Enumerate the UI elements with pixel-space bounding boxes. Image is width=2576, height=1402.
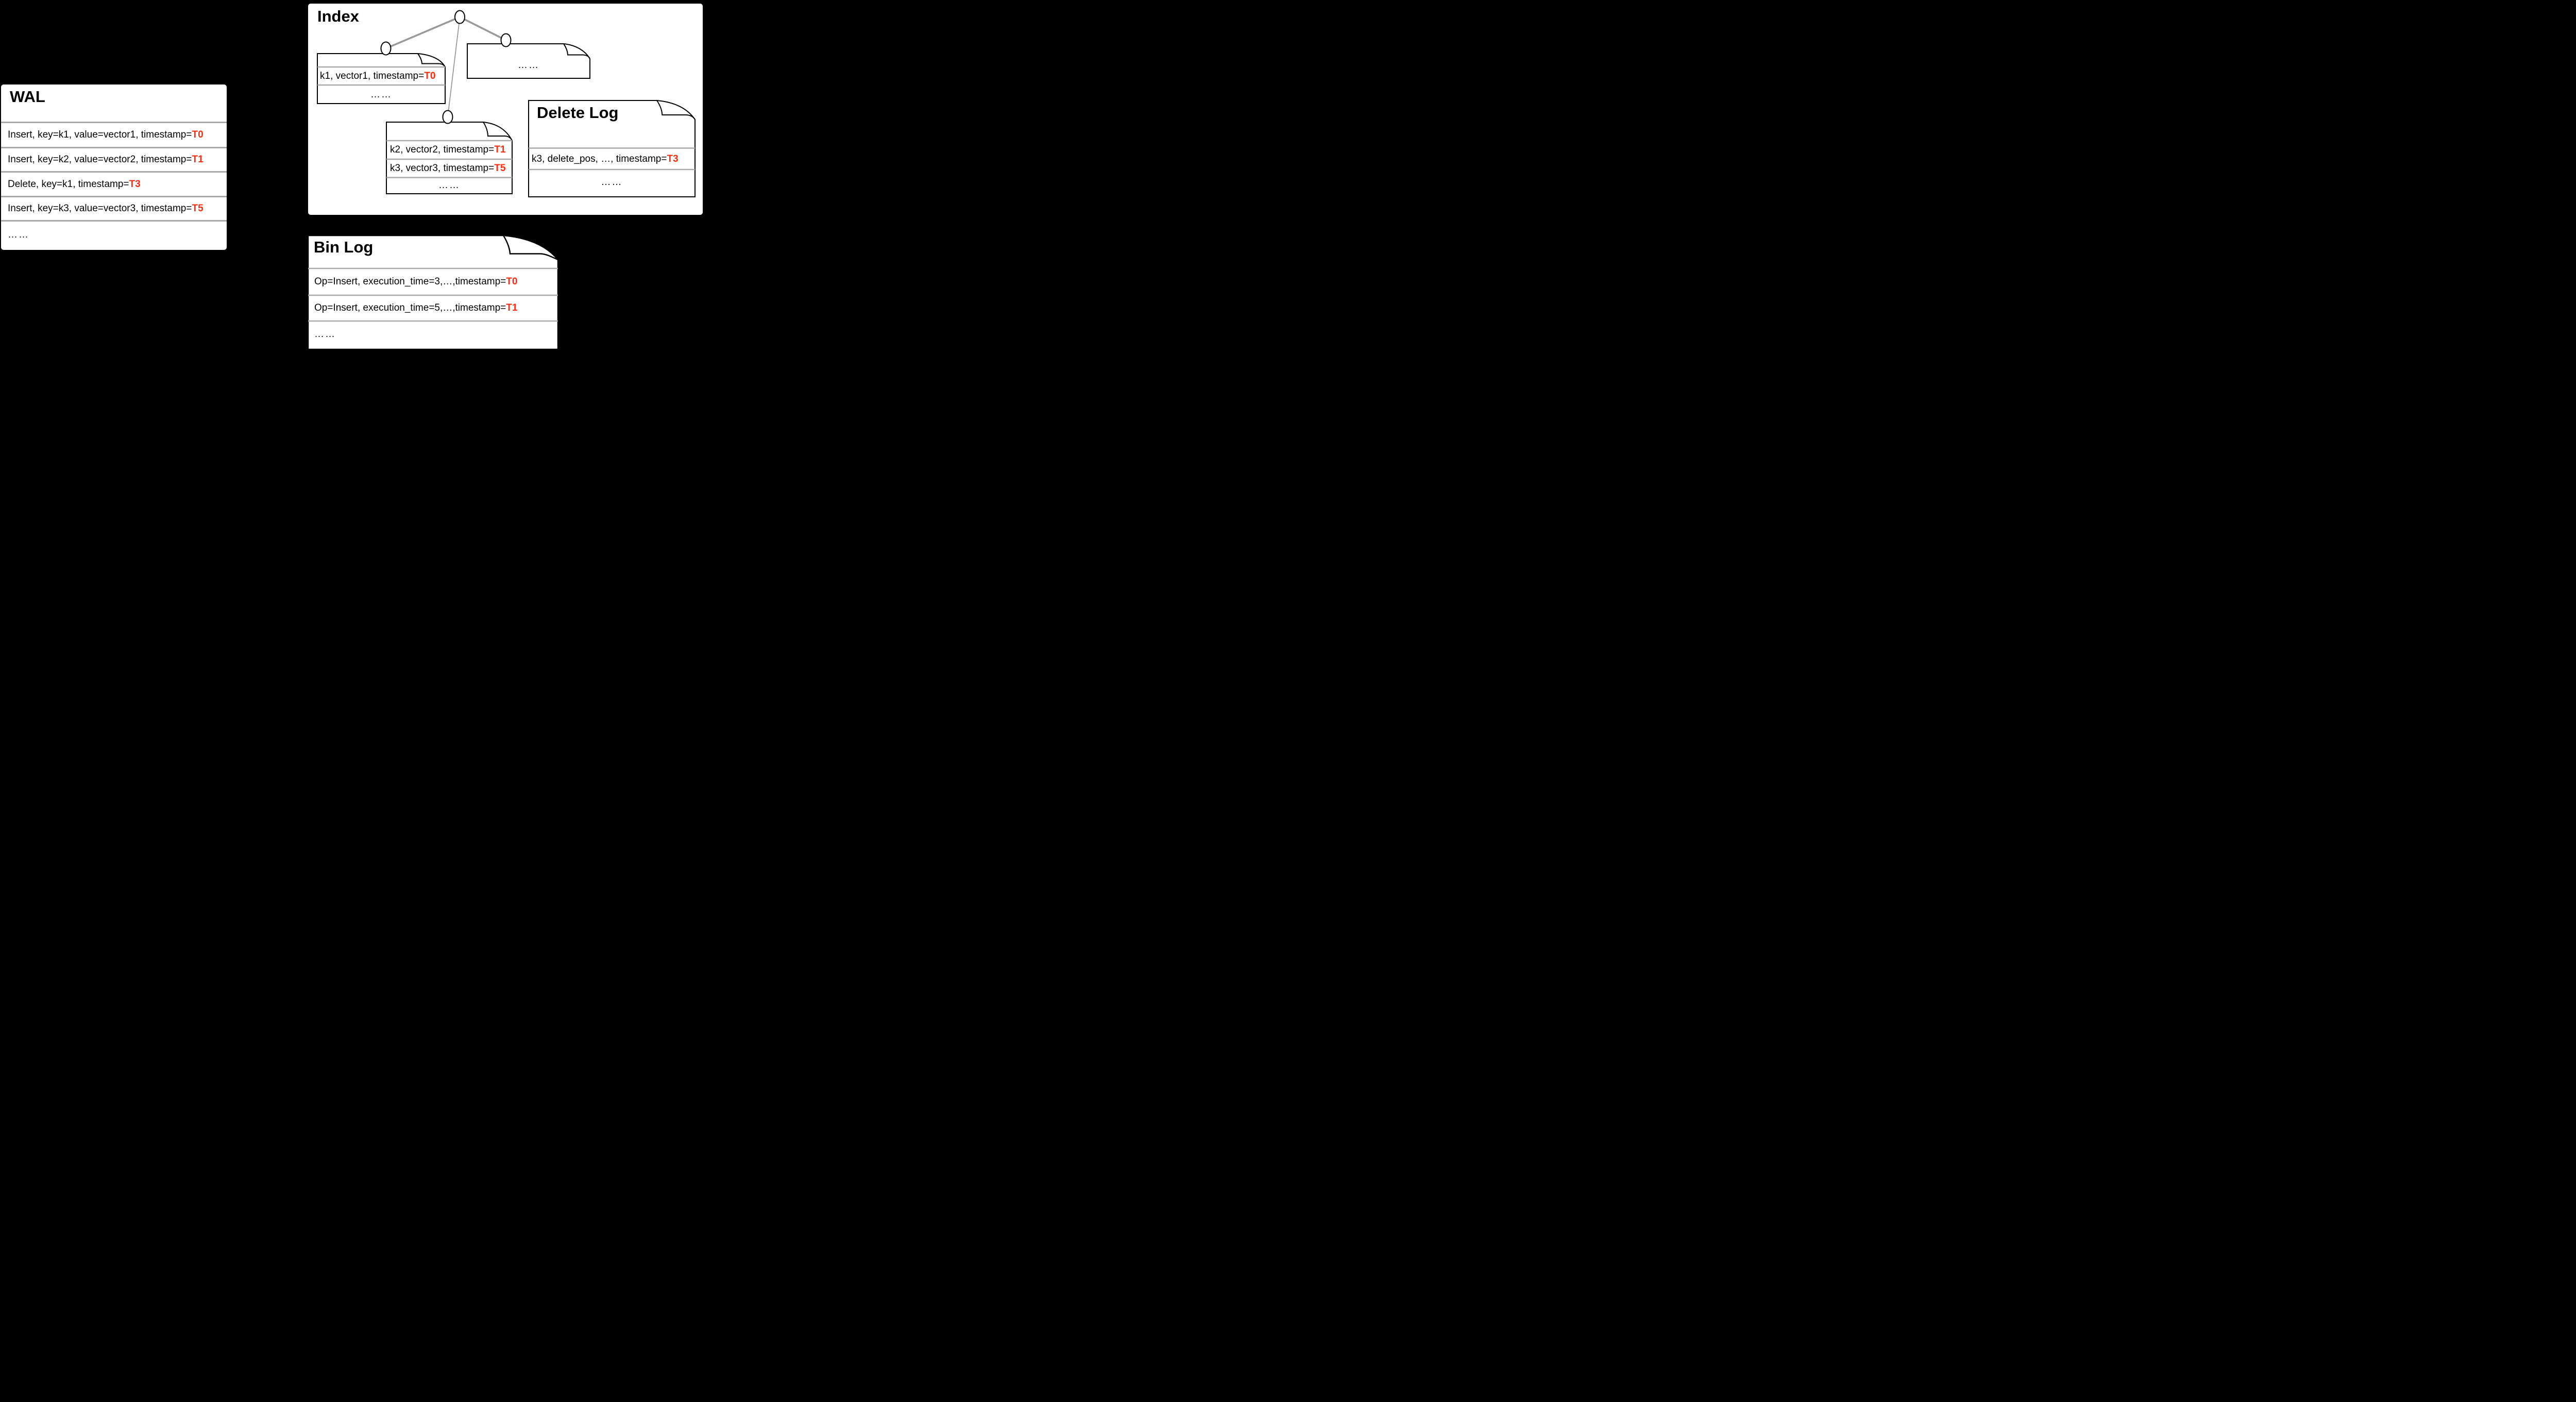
segment-row-k3: k3, vector3, timestamp=T5	[390, 160, 511, 177]
ellipsis-text: ……	[601, 177, 623, 188]
file-page-shape	[528, 100, 696, 197]
wal-row-delete-k1: Delete, key=k1, timestamp=T3	[1, 173, 227, 196]
wal-row-text: Insert, key=k1, value=vector1, timestamp…	[8, 129, 192, 140]
wal-row-insert-k3: Insert, key=k3, value=vector3, timestamp…	[1, 197, 227, 220]
wal-row-text: Delete, key=k1, timestamp=	[8, 178, 129, 190]
ellipsis-text: ……	[314, 329, 336, 340]
delete-log-row-text: k3, delete_pos, …, timestamp=	[532, 153, 667, 164]
wal-row-more: ……	[1, 222, 227, 248]
bin-log-box: Bin Log Op=Insert, execution_time=3,…,ti…	[307, 234, 559, 350]
segment-row-text: k1, vector1, timestamp=	[320, 71, 425, 81]
timestamp-value: T1	[192, 154, 204, 165]
wal-row-insert-k1: Insert, key=k1, value=vector1, timestamp…	[1, 123, 227, 147]
tree-root-node	[454, 10, 465, 24]
index-segment-file-k1: k1, vector1, timestamp=T0 ……	[316, 53, 446, 105]
file-page-shape	[386, 122, 513, 194]
ellipsis-text: ……	[8, 229, 29, 240]
divider	[1, 122, 227, 123]
wal-row-insert-k2: Insert, key=k2, value=vector2, timestamp…	[1, 148, 227, 171]
wal-row-text: Insert, key=k3, value=vector3, timestamp…	[8, 203, 192, 214]
timestamp-value: T5	[192, 203, 204, 214]
segment-row-k1: k1, vector1, timestamp=T0	[320, 67, 444, 85]
delete-log-title: Delete Log	[537, 104, 619, 122]
segment-row-text: k2, vector2, timestamp=	[390, 144, 495, 155]
index-segment-file-k2k3: k2, vector2, timestamp=T1 k3, vector3, t…	[385, 122, 513, 195]
timestamp-value: T3	[667, 153, 679, 164]
divider	[1, 220, 227, 222]
bin-log-row-text: Op=Insert, execution_time=3,…,timestamp=	[314, 276, 506, 287]
segment-row-more: ……	[385, 177, 513, 194]
bin-log-row-text: Op=Insert, execution_time=5,…,timestamp=	[314, 302, 506, 313]
delete-log-row-more: ……	[528, 170, 696, 195]
ellipsis-text: ……	[438, 180, 460, 191]
segment-row-text: k3, vector3, timestamp=	[390, 162, 495, 174]
timestamp-value: T0	[506, 276, 518, 287]
segment-row-k2: k2, vector2, timestamp=T1	[390, 141, 511, 159]
divider	[1, 171, 227, 173]
wal-log-box: WAL Insert, key=k1, value=vector1, times…	[1, 85, 227, 250]
bin-log-row-more: ……	[314, 322, 556, 347]
index-segment-file-more: ……	[466, 43, 591, 79]
file-page-shape	[307, 234, 559, 350]
timestamp-value: T1	[506, 302, 518, 313]
bin-log-title: Bin Log	[314, 238, 374, 256]
file-page-shape	[317, 53, 446, 104]
ellipsis-text: ……	[518, 60, 539, 71]
delete-log-box: Delete Log k3, delete_pos, …, timestamp=…	[528, 100, 696, 198]
index-panel: Index k1, vector1, timestamp=T0 ……	[308, 4, 703, 215]
delete-log-row: k3, delete_pos, …, timestamp=T3	[532, 149, 694, 169]
segment-row-more: ……	[466, 54, 591, 77]
timestamp-value: T1	[494, 144, 506, 155]
timestamp-value: T0	[192, 129, 204, 140]
ellipsis-text: ……	[370, 89, 392, 100]
divider	[1, 147, 227, 148]
tree-edge-root-left	[385, 16, 461, 49]
storage-architecture-diagram: WAL Insert, key=k1, value=vector1, times…	[0, 0, 704, 350]
wal-row-text: Insert, key=k2, value=vector2, timestamp…	[8, 154, 192, 165]
segment-row-more: ……	[316, 85, 446, 104]
timestamp-value: T3	[129, 178, 141, 190]
index-title: Index	[317, 7, 359, 25]
tree-edge-root-middle	[447, 16, 461, 117]
tree-edge-root-right	[459, 16, 506, 41]
bin-log-row-1: Op=Insert, execution_time=3,…,timestamp=…	[314, 269, 556, 295]
wal-title: WAL	[10, 88, 45, 106]
timestamp-value: T0	[424, 71, 436, 81]
divider	[1, 196, 227, 197]
file-page-shape	[467, 43, 590, 79]
bin-log-row-2: Op=Insert, execution_time=5,…,timestamp=…	[314, 296, 556, 320]
timestamp-value: T5	[494, 162, 506, 174]
